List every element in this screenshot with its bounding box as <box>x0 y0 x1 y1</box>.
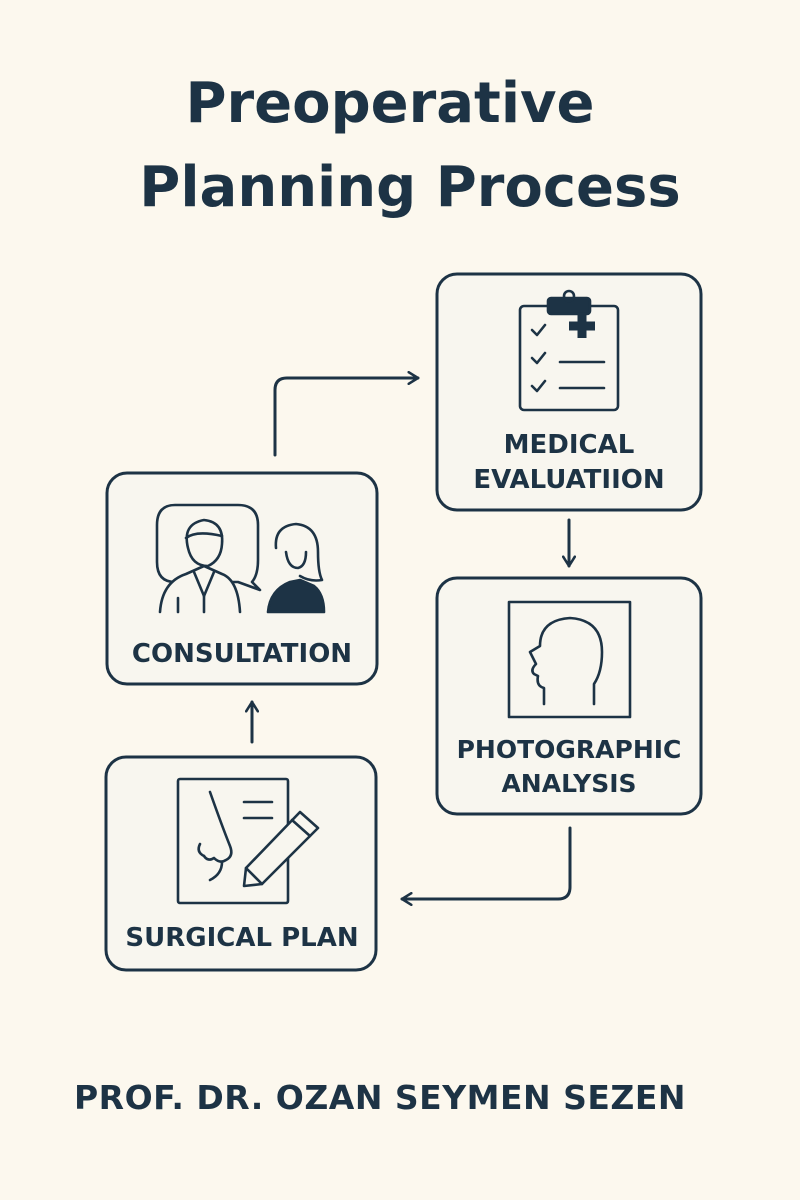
arrow-photographic-analysis-to-surgical-plan <box>400 826 572 899</box>
step-label-medical-evaluation-1: MEDICAL <box>504 430 635 460</box>
step-photographic-analysis: PHOTOGRAPHIC ANALYSIS <box>435 576 703 816</box>
diagram-title: Preoperative Planning Process <box>0 62 800 230</box>
title-line-1: Preoperative <box>185 71 595 136</box>
step-surgical-plan: SURGICAL PLAN <box>104 755 378 972</box>
step-label-photographic-analysis-1: PHOTOGRAPHIC <box>457 735 682 764</box>
step-label-medical-evaluation-2: EVALUATIION <box>473 465 664 495</box>
step-label-consultation: CONSULTATION <box>132 639 352 669</box>
title-line-2: Planning Process <box>139 155 681 220</box>
step-consultation: CONSULTATION <box>105 471 379 686</box>
clipboard-icon <box>518 289 620 412</box>
step-label-photographic-analysis-2: ANALYSIS <box>501 769 636 798</box>
face-profile-icon <box>507 600 632 719</box>
doctor-patient-icon <box>155 503 326 614</box>
step-label-surgical-plan: SURGICAL PLAN <box>125 923 358 953</box>
step-medical-evaluation: MEDICAL EVALUATIION <box>435 272 703 512</box>
arrow-consultation-to-medical-evaluation <box>273 378 420 457</box>
author-name: PROF. DR. OZAN SEYMEN SEZEN <box>73 1078 687 1117</box>
nose-plan-pencil-icon <box>176 777 320 905</box>
